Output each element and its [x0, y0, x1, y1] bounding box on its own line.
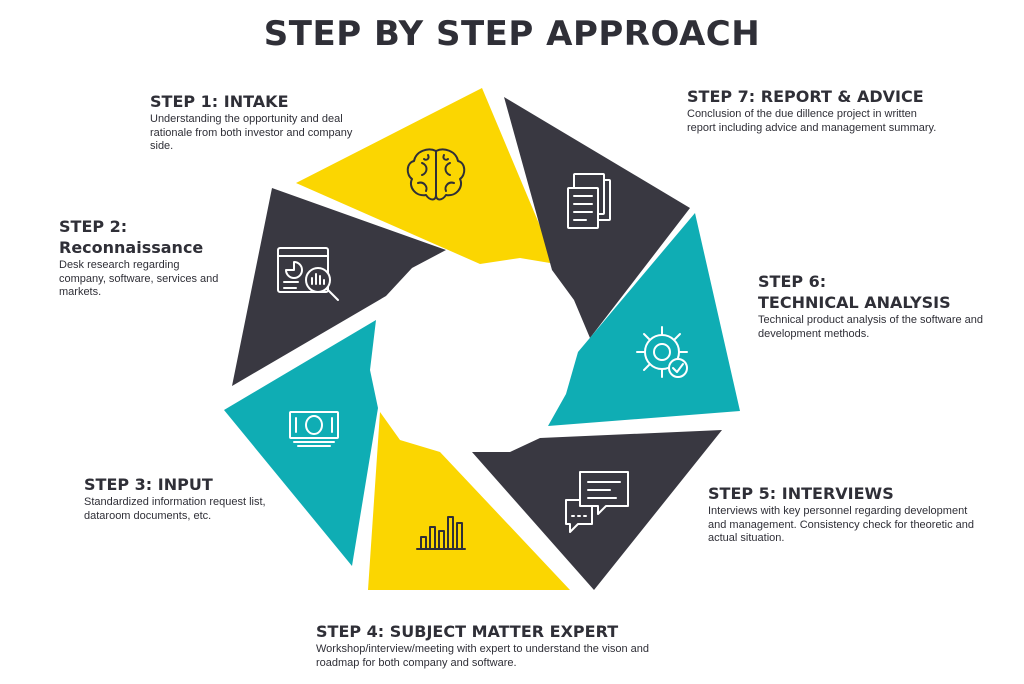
step-7-text: STEP 7: REPORT & ADVICE Conclusion of th…	[687, 86, 937, 135]
step-6-description: Technical product analysis of the softwa…	[758, 314, 984, 340]
step-2-heading: STEP 2:	[59, 217, 128, 236]
step-1-description: Understanding the opportunity and deal r…	[150, 113, 353, 152]
step-2-heading-name: Reconnaissance	[59, 238, 204, 257]
step-7-description: Conclusion of the due dillence project i…	[687, 108, 937, 134]
step-1-heading: STEP 1: INTAKE	[150, 92, 289, 111]
step-6-text: STEP 6: TECHNICAL ANALYSIS Technical pro…	[758, 271, 1008, 341]
step1-segment	[296, 88, 556, 264]
step-7-heading: STEP 7: REPORT & ADVICE	[687, 87, 924, 106]
step-5-heading: STEP 5: INTERVIEWS	[708, 484, 894, 503]
step-6-heading-name: TECHNICAL ANALYSIS	[758, 293, 951, 312]
step-6-heading: STEP 6:	[758, 272, 827, 291]
banknote-icon	[289, 411, 339, 447]
brain-icon	[406, 148, 466, 201]
chat-bubbles-icon	[565, 471, 629, 533]
step-2-description: Desk research regarding company, softwar…	[59, 259, 219, 298]
step-3-text: STEP 3: INPUT Standardized information r…	[84, 474, 284, 523]
step4-segment	[368, 412, 570, 590]
step-3-description: Standardized information request list, d…	[84, 496, 266, 522]
step-4-text: STEP 4: SUBJECT MATTER EXPERT Workshop/i…	[316, 621, 656, 670]
step-4-description: Workshop/interview/meeting with expert t…	[316, 643, 650, 669]
gear-check-icon	[636, 326, 688, 378]
step-5-text: STEP 5: INTERVIEWS Interviews with key p…	[708, 483, 978, 546]
step-1-text: STEP 1: INTAKE Understanding the opportu…	[150, 91, 370, 154]
step6-segment	[548, 213, 740, 426]
bar-chart-icon	[416, 516, 466, 550]
analytics-magnifier-icon	[277, 247, 339, 301]
step-4-heading: STEP 4: SUBJECT MATTER EXPERT	[316, 622, 619, 641]
page-title: STEP BY STEP APPROACH	[263, 14, 761, 54]
step-3-heading: STEP 3: INPUT	[84, 475, 213, 494]
step2-segment	[232, 188, 446, 386]
step-5-description: Interviews with key personnel regarding …	[708, 505, 974, 544]
step-2-text: STEP 2: Reconnaissance Desk research reg…	[59, 216, 229, 300]
documents-icon	[567, 173, 611, 229]
